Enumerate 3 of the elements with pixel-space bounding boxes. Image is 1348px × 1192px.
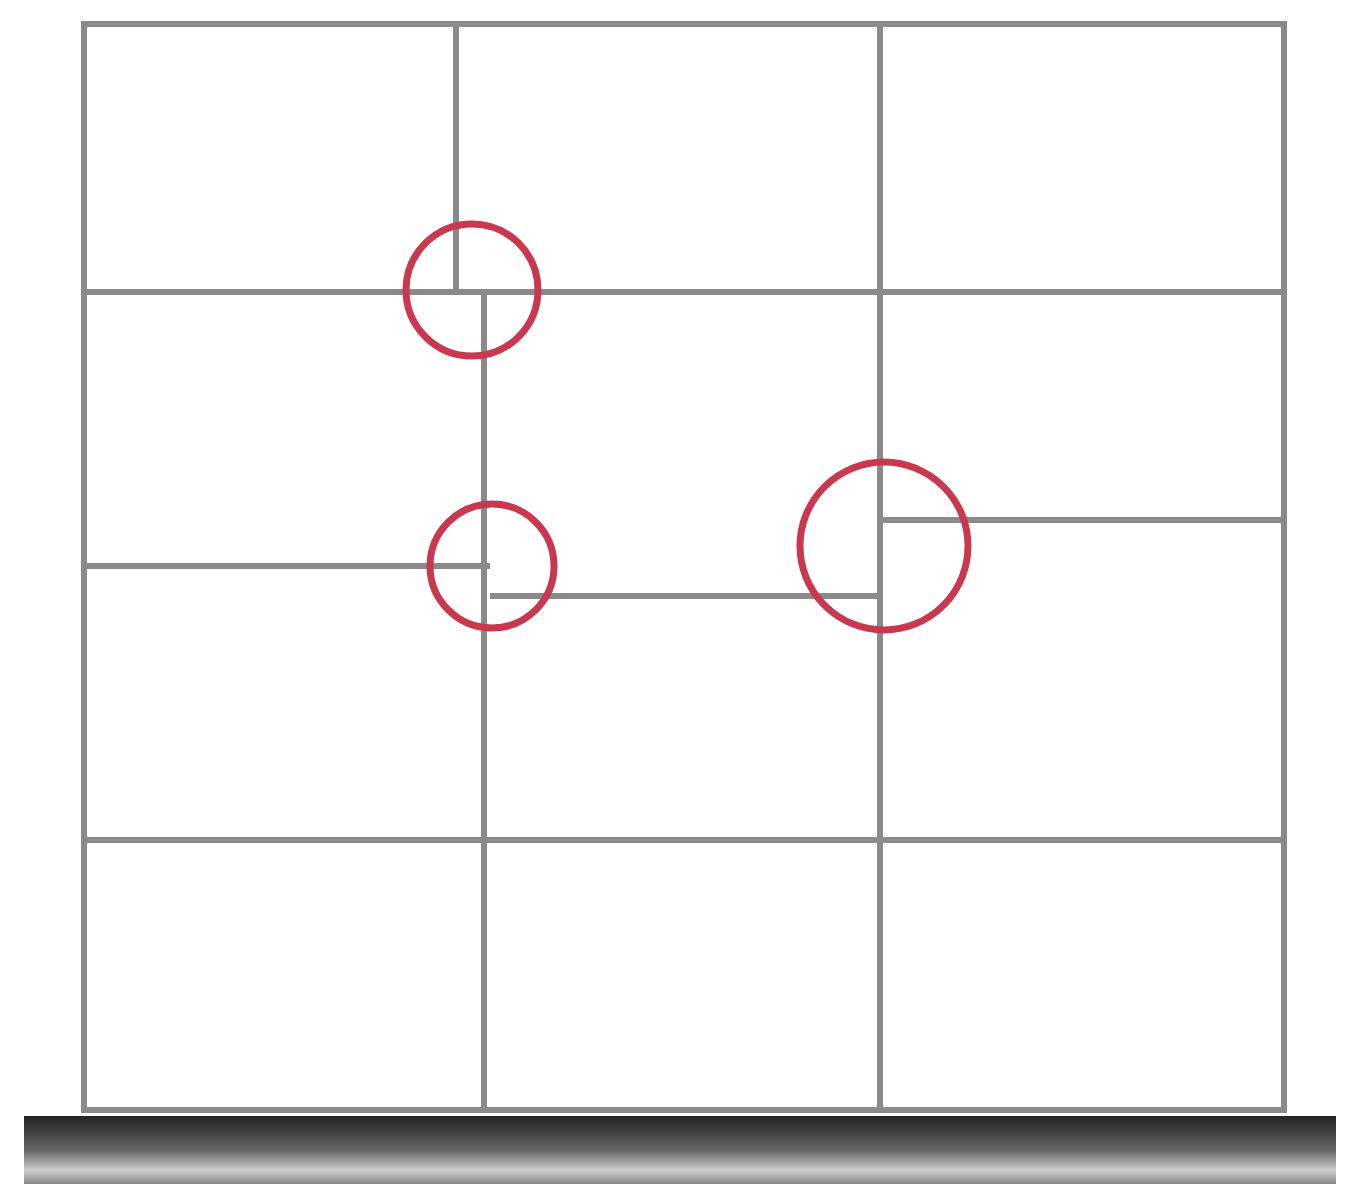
marker-circle: [796, 458, 972, 634]
marker-circle: [402, 220, 542, 360]
marker-circle: [426, 500, 558, 632]
